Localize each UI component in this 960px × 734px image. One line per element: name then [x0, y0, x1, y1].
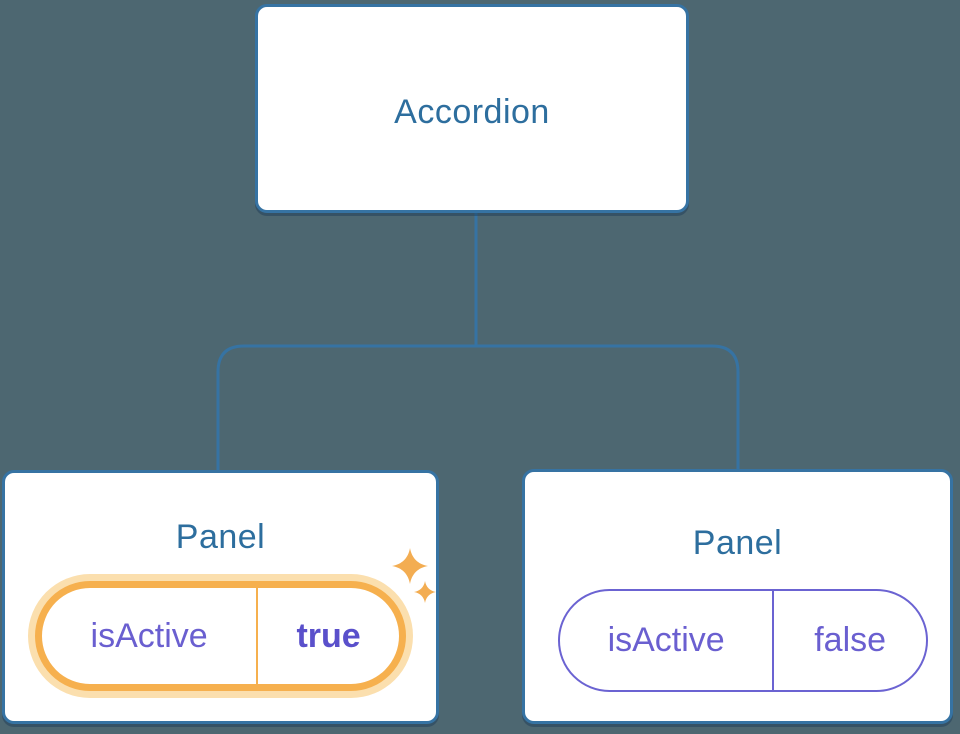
panel-node-active: Panel isActive true — [2, 470, 439, 724]
sparkle-icon — [414, 581, 436, 603]
panel-node-label: Panel — [692, 524, 783, 562]
state-value: false — [814, 621, 887, 659]
pill-divider — [256, 588, 259, 684]
state-value: true — [296, 616, 361, 655]
state-pill-inactive: isActive false — [558, 589, 928, 692]
sparkle-icon — [392, 548, 428, 584]
pill-divider — [772, 591, 775, 690]
state-pill-active: isActive true — [35, 581, 406, 691]
state-name: isActive — [90, 616, 208, 655]
state-name: isActive — [607, 621, 725, 659]
panel-node-inactive: Panel isActive false — [522, 469, 953, 724]
accordion-node: Accordion — [255, 4, 689, 213]
accordion-node-label: Accordion — [394, 93, 550, 131]
panel-node-label: Panel — [175, 518, 266, 556]
